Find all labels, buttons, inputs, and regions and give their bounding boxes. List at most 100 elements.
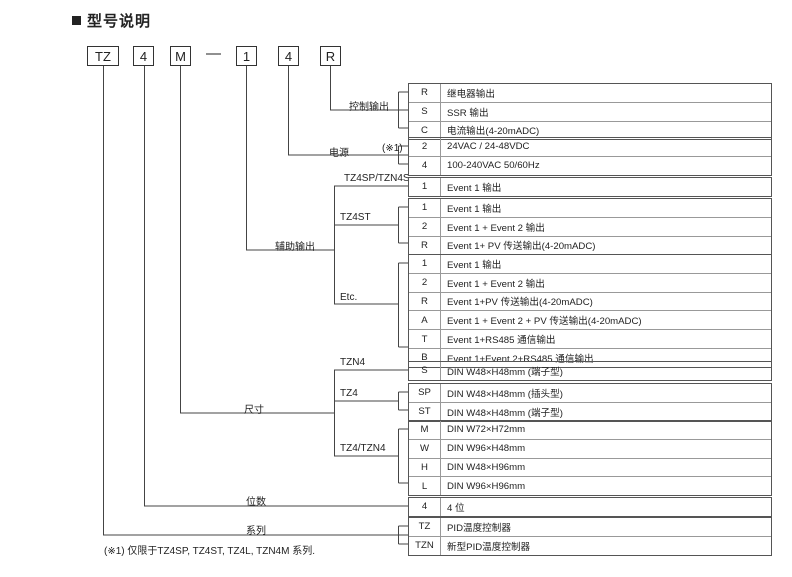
option-code: 1 bbox=[409, 255, 441, 273]
option-desc: DIN W48×H48mm (插头型) bbox=[447, 388, 563, 400]
option-desc: DIN W48×H48mm (端子型) bbox=[447, 407, 563, 419]
option-code: 4 bbox=[409, 156, 441, 175]
option-code: R bbox=[409, 84, 441, 102]
label-digits: 位数 bbox=[246, 497, 266, 508]
table-digits: 4 4 位 bbox=[408, 497, 772, 517]
option-code: 1 bbox=[409, 199, 441, 217]
table-row: S SSR 输出 bbox=[409, 101, 771, 121]
option-desc: Event 1+RS485 通信输出 bbox=[447, 335, 556, 347]
option-code: 4 bbox=[409, 498, 441, 516]
table-row: R 继电器输出 bbox=[409, 84, 771, 102]
table-row: 1 Event 1 输出 bbox=[409, 199, 771, 217]
table-row: M DIN W72×H72mm bbox=[409, 421, 771, 439]
label-tz4-tzn4: TZ4/TZN4 bbox=[340, 443, 386, 454]
option-code: TZ bbox=[409, 518, 441, 536]
option-code: 2 bbox=[409, 138, 441, 156]
table-row: 4 4 位 bbox=[409, 498, 771, 516]
option-desc: 4 位 bbox=[447, 502, 465, 514]
option-desc: Event 1 输出 bbox=[447, 203, 502, 215]
option-desc: Event 1 + Event 2 + PV 传送输出(4-20mADC) bbox=[447, 316, 642, 328]
label-control-output: 控制输出 bbox=[349, 102, 389, 113]
option-desc: 继电器输出 bbox=[447, 88, 495, 100]
label-tz4: TZ4 bbox=[340, 388, 358, 399]
option-code: 2 bbox=[409, 217, 441, 236]
page-title: 型号说明 bbox=[72, 10, 151, 31]
model-box-output: R bbox=[320, 46, 341, 66]
option-code: H bbox=[409, 458, 441, 477]
option-desc: 新型PID温度控制器 bbox=[447, 541, 531, 553]
table-row: ST DIN W48×H48mm (端子型) bbox=[409, 401, 771, 421]
label-aux-output: 辅助输出 bbox=[275, 242, 315, 253]
title-text: 型号说明 bbox=[87, 13, 152, 30]
option-code: S bbox=[409, 362, 441, 380]
table-size-tzn4: S DIN W48×H48mm (端子型) bbox=[408, 361, 772, 381]
option-desc: 24VAC / 24-48VDC bbox=[447, 141, 530, 153]
option-desc: Event 1+PV 传送输出(4-20mADC) bbox=[447, 297, 593, 309]
table-row: 1 Event 1 输出 bbox=[409, 178, 771, 196]
table-aux-etc: 1 Event 1 输出 2 Event 1 + Event 2 输出 R Event… bbox=[408, 254, 772, 368]
model-dash: — bbox=[206, 45, 221, 62]
option-desc: Event 1+Event 2+RS485 通信输出 bbox=[447, 353, 594, 365]
label-series: 系列 bbox=[246, 526, 266, 537]
option-desc: Event 1 输出 bbox=[447, 259, 502, 271]
option-desc: SSR 输出 bbox=[447, 107, 489, 119]
option-code: A bbox=[409, 311, 441, 330]
option-desc: DIN W48×H48mm (端子型) bbox=[447, 366, 563, 378]
label-power: 电源 bbox=[329, 148, 349, 159]
label-tz4sp-tzn4s: TZ4SP/TZN4S bbox=[344, 173, 410, 184]
table-row: TZN 新型PID温度控制器 bbox=[409, 535, 771, 555]
label-tz4st: TZ4ST bbox=[340, 212, 371, 223]
option-code: TZN bbox=[409, 536, 441, 555]
option-code: R bbox=[409, 292, 441, 311]
option-desc: 100-240VAC 50/60Hz bbox=[447, 160, 540, 172]
footnote: (※1) 仅限于TZ4SP, TZ4ST, TZ4L, TZN4M 系列. bbox=[104, 546, 316, 557]
table-row: A Event 1 + Event 2 + PV 传送输出(4-20mADC) bbox=[409, 310, 771, 330]
option-code: T bbox=[409, 330, 441, 348]
option-code: 1 bbox=[409, 178, 441, 196]
label-etc: Etc. bbox=[340, 292, 358, 303]
option-desc: DIN W72×H72mm bbox=[447, 424, 526, 436]
option-desc: DIN W96×H48mm bbox=[447, 443, 526, 455]
option-desc: Event 1 + Event 2 输出 bbox=[447, 278, 545, 290]
table-row: 4 100-240VAC 50/60Hz bbox=[409, 155, 771, 175]
model-box-digits: 4 bbox=[133, 46, 154, 66]
label-tzn4: TZN4 bbox=[340, 357, 365, 368]
model-box-series: TZ bbox=[87, 46, 119, 66]
option-desc: PID温度控制器 bbox=[447, 522, 511, 534]
option-desc: 电流输出(4-20mADC) bbox=[447, 126, 540, 138]
table-power: 2 24VAC / 24-48VDC 4 100-240VAC 50/60Hz bbox=[408, 137, 772, 176]
option-code: L bbox=[409, 477, 441, 496]
option-desc: DIN W48×H96mm bbox=[447, 461, 526, 473]
table-row: T Event 1+RS485 通信输出 bbox=[409, 329, 771, 348]
table-aux-tz4sp: 1 Event 1 输出 bbox=[408, 177, 772, 197]
table-row: 2 24VAC / 24-48VDC bbox=[409, 138, 771, 156]
model-box-size: M bbox=[170, 46, 191, 66]
option-desc: Event 1 输出 bbox=[447, 182, 502, 194]
table-row: R Event 1+PV 传送输出(4-20mADC) bbox=[409, 291, 771, 311]
option-code: 2 bbox=[409, 273, 441, 292]
model-box-power: 4 bbox=[278, 46, 299, 66]
table-row: S DIN W48×H48mm (端子型) bbox=[409, 362, 771, 380]
label-power-note: (※1) bbox=[382, 143, 403, 154]
model-box-aux: 1 bbox=[236, 46, 257, 66]
table-row: 2 Event 1 + Event 2 输出 bbox=[409, 272, 771, 292]
option-code: M bbox=[409, 421, 441, 439]
option-desc: Event 1+ PV 传送输出(4-20mADC) bbox=[447, 241, 596, 253]
option-code: ST bbox=[409, 402, 441, 421]
table-row: 1 Event 1 输出 bbox=[409, 255, 771, 273]
table-series: TZ PID温度控制器 TZN 新型PID温度控制器 bbox=[408, 517, 772, 556]
label-size: 尺寸 bbox=[244, 405, 264, 416]
option-code: S bbox=[409, 102, 441, 121]
option-code: R bbox=[409, 236, 441, 255]
table-row: R Event 1+ PV 传送输出(4-20mADC) bbox=[409, 235, 771, 255]
